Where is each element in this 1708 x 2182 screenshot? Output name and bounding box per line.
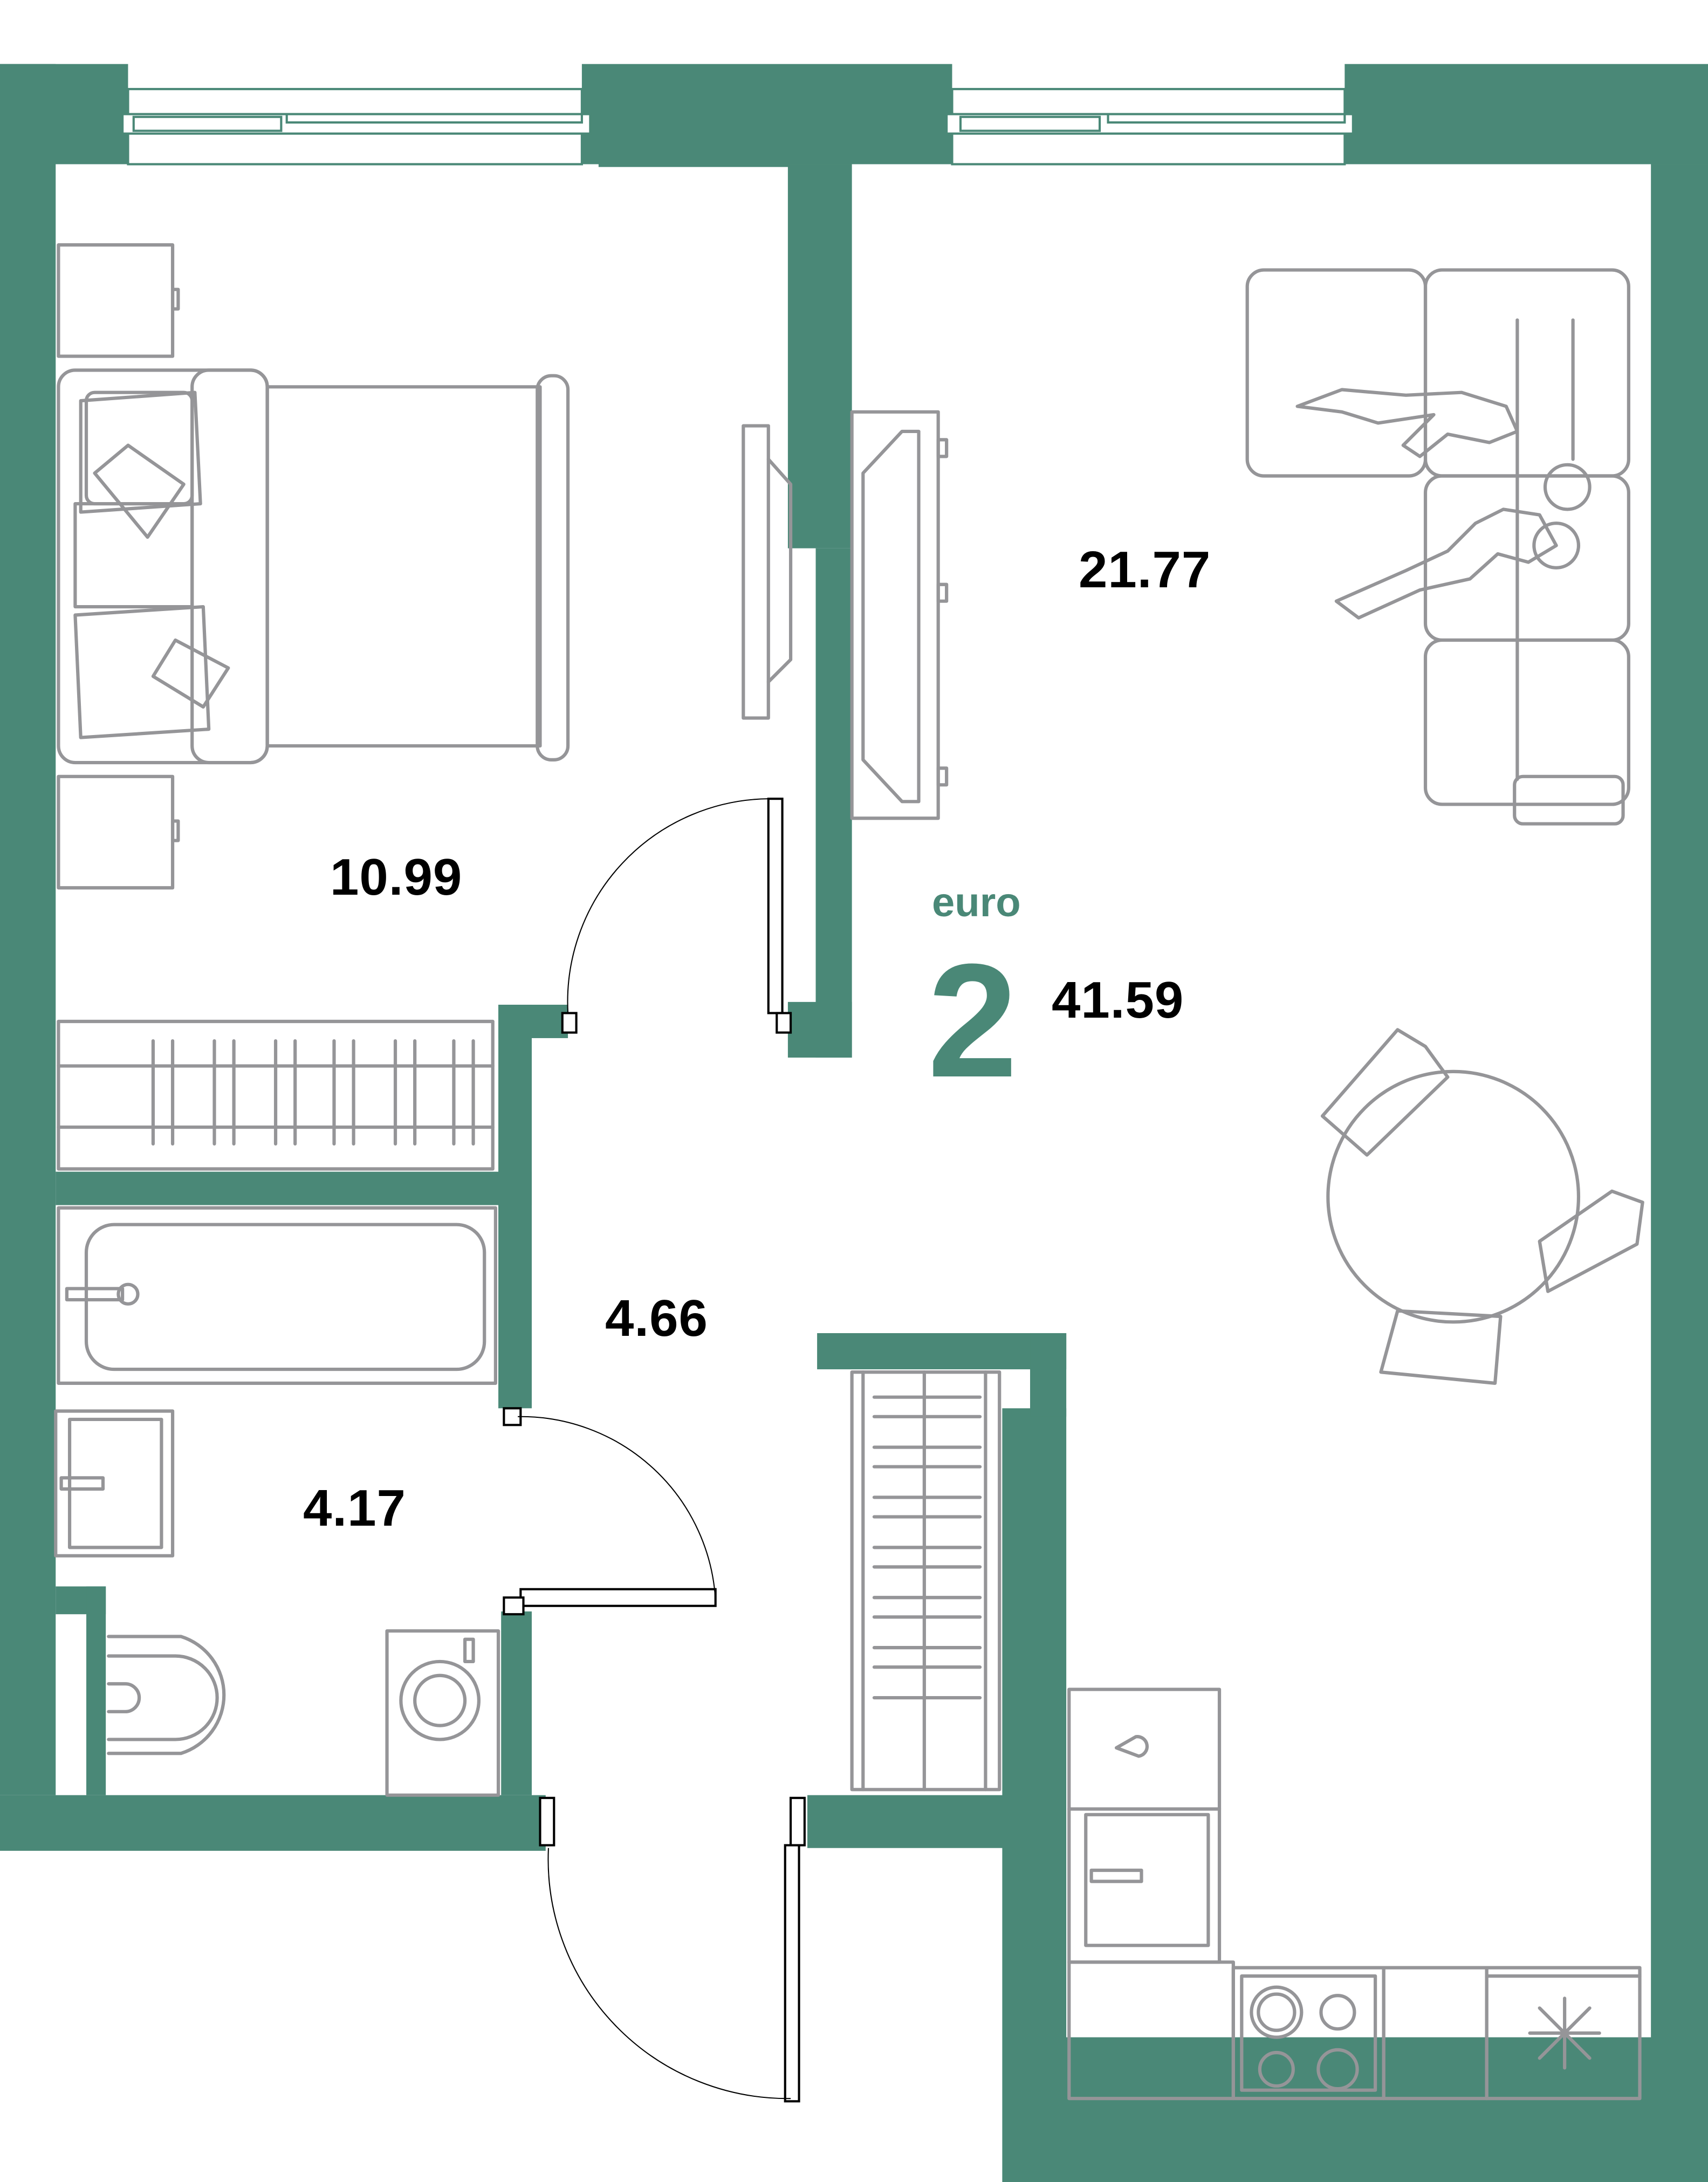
door-bathroom	[503, 1407, 717, 1616]
kitchen-furniture	[1067, 1687, 1642, 2101]
door-entrance	[539, 1796, 806, 2103]
bedroom-furniture	[57, 243, 793, 1171]
snowflake-icon	[1528, 1996, 1601, 2070]
room-area-hallway: 4.66	[605, 1289, 708, 1347]
door-bedroom	[561, 798, 792, 1034]
hallway-wardrobe	[850, 1370, 1002, 1792]
window-living	[945, 88, 1354, 166]
room-area-bedroom: 10.99	[330, 848, 463, 906]
window-bedroom	[121, 88, 592, 166]
walls	[0, 64, 1708, 2182]
room-area-bathroom: 4.17	[303, 1479, 406, 1537]
apartment-type-label: euro	[932, 880, 1021, 925]
room-area-living-kitchen: 21.77	[1079, 541, 1211, 599]
living-furniture	[850, 268, 1644, 1385]
total-area: 41.59	[1052, 971, 1184, 1029]
rooms-count: 2	[928, 930, 1018, 1111]
bathroom-furniture	[54, 1206, 500, 1797]
